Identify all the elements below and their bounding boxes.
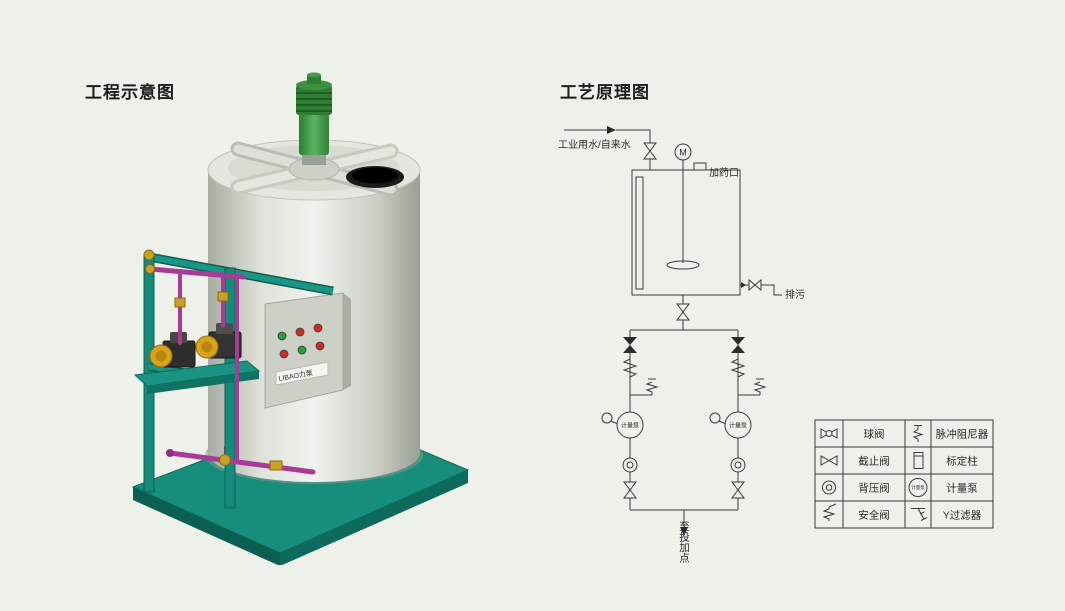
platform-edge-right <box>280 470 468 565</box>
legend-label: 计量泵 <box>946 482 978 495</box>
metering-pump-right <box>195 323 242 359</box>
stop-valve-icon <box>820 455 838 466</box>
motor-label: M <box>679 148 687 158</box>
inlet-valve-icon <box>643 142 657 160</box>
legend-label: 背压阀 <box>858 482 890 495</box>
red-indicator-icon <box>295 327 305 337</box>
safety-valve-icon <box>822 503 837 521</box>
tank-lid-cap <box>346 166 404 188</box>
y-strainer-icon <box>911 508 928 521</box>
legend-label: 安全阀 <box>858 509 890 522</box>
legend-label: 脉冲阻尼器 <box>936 428 989 441</box>
pulse-damper-icon <box>912 425 924 442</box>
brass-fitting-icon <box>143 249 155 261</box>
left-section-title: 工程示意图 <box>85 83 175 102</box>
engineering-illustration: LIBAO力泵 <box>131 72 470 565</box>
tank-outlet <box>630 295 738 331</box>
dosing-point-line: 至投加点 <box>630 509 738 564</box>
red-indicator-icon <box>313 323 323 333</box>
red-indicator-icon <box>279 349 289 359</box>
ball-valve-icon <box>623 337 637 353</box>
legend-label: 球阀 <box>864 428 885 441</box>
frame-post <box>224 267 236 509</box>
mixing-tank-symbol: 加药口 <box>631 162 741 296</box>
drain-line: 排污 <box>740 278 805 301</box>
pipework <box>145 264 316 475</box>
mixer-motor <box>296 72 332 165</box>
brand-plate <box>275 361 329 386</box>
pulse-damper-icon <box>753 378 767 395</box>
pipe-elbow-icon <box>166 449 174 457</box>
legend-table: 球阀 脉冲阻尼器 截止阀 标定柱 背压阀 <box>814 419 994 529</box>
discharge-valve-icon <box>731 481 745 499</box>
calibration-column-icon <box>913 452 924 469</box>
flow-arrow-icon <box>607 126 616 134</box>
pipe-flange-icon <box>145 264 155 274</box>
pulse-damper-icon <box>645 378 659 395</box>
skid-frame <box>133 249 334 509</box>
pipe-union-icon <box>217 291 229 302</box>
discharge-valve-icon <box>623 481 637 499</box>
safety-valve-icon <box>622 358 638 378</box>
control-panel: LIBAO力泵 <box>264 292 351 409</box>
legend-pump-icon-label: 计量泵 <box>911 484 925 491</box>
tank-outlet-valve-icon <box>676 303 690 321</box>
green-indicator-icon <box>277 331 287 341</box>
dosing-branch-left: 计量泵 <box>601 330 659 510</box>
pipe-valve-icon <box>219 454 231 466</box>
dosing-port-symbol <box>693 162 707 171</box>
dosing-port-label: 加药口 <box>709 167 739 179</box>
safety-valve-icon <box>730 358 746 378</box>
dosing-branch-right: 计量泵 <box>709 330 767 510</box>
dosing-point-label: 至投加点 <box>678 521 690 564</box>
drain-valve-icon <box>748 278 762 292</box>
metering-pump-symbol: 计量泵 <box>724 411 752 439</box>
legend-label: 标定柱 <box>946 455 978 468</box>
green-indicator-icon <box>297 345 307 355</box>
back-pressure-valve-icon <box>730 457 746 473</box>
flow-arrow-icon <box>680 527 688 536</box>
back-pressure-valve-icon <box>822 480 836 495</box>
metering-pump-symbol: 计量泵 <box>616 411 644 439</box>
indicator-lights <box>277 323 325 359</box>
back-pressure-valve-icon <box>622 457 638 473</box>
water-inlet-label: 工业用水/自来水 <box>558 138 631 151</box>
pressure-gauge-icon <box>709 412 721 424</box>
legend-label: 截止阀 <box>858 455 890 468</box>
flow-arrow-icon <box>741 282 746 288</box>
right-section-title: 工艺原理图 <box>560 83 650 102</box>
pipe-tee-icon <box>269 460 283 471</box>
metering-pump-icon: 计量泵 <box>908 478 928 497</box>
drain-label: 排污 <box>785 288 805 301</box>
ball-valve-icon <box>731 337 745 353</box>
platform-edge-left <box>133 487 280 565</box>
level-gauge-symbol <box>635 176 644 290</box>
legend-label: Y过滤器 <box>943 509 982 522</box>
pump-label: 计量泵 <box>621 422 639 430</box>
ball-valve-icon <box>820 428 838 439</box>
metering-pump-left <box>149 332 196 368</box>
water-inlet-line: 工业用水/自来水 <box>558 126 657 170</box>
pressure-gauge-icon <box>601 412 613 424</box>
pump-shelf-edge <box>147 371 259 394</box>
pipe-union-icon <box>174 297 186 308</box>
red-indicator-icon <box>315 341 325 351</box>
agitator-motor-symbol: M <box>674 143 692 170</box>
pump-label: 计量泵 <box>729 422 747 430</box>
process-flow-diagram: 工业用水/自来水 M 加药口 排污 <box>558 126 994 564</box>
agitator-impeller-symbol <box>666 260 700 270</box>
